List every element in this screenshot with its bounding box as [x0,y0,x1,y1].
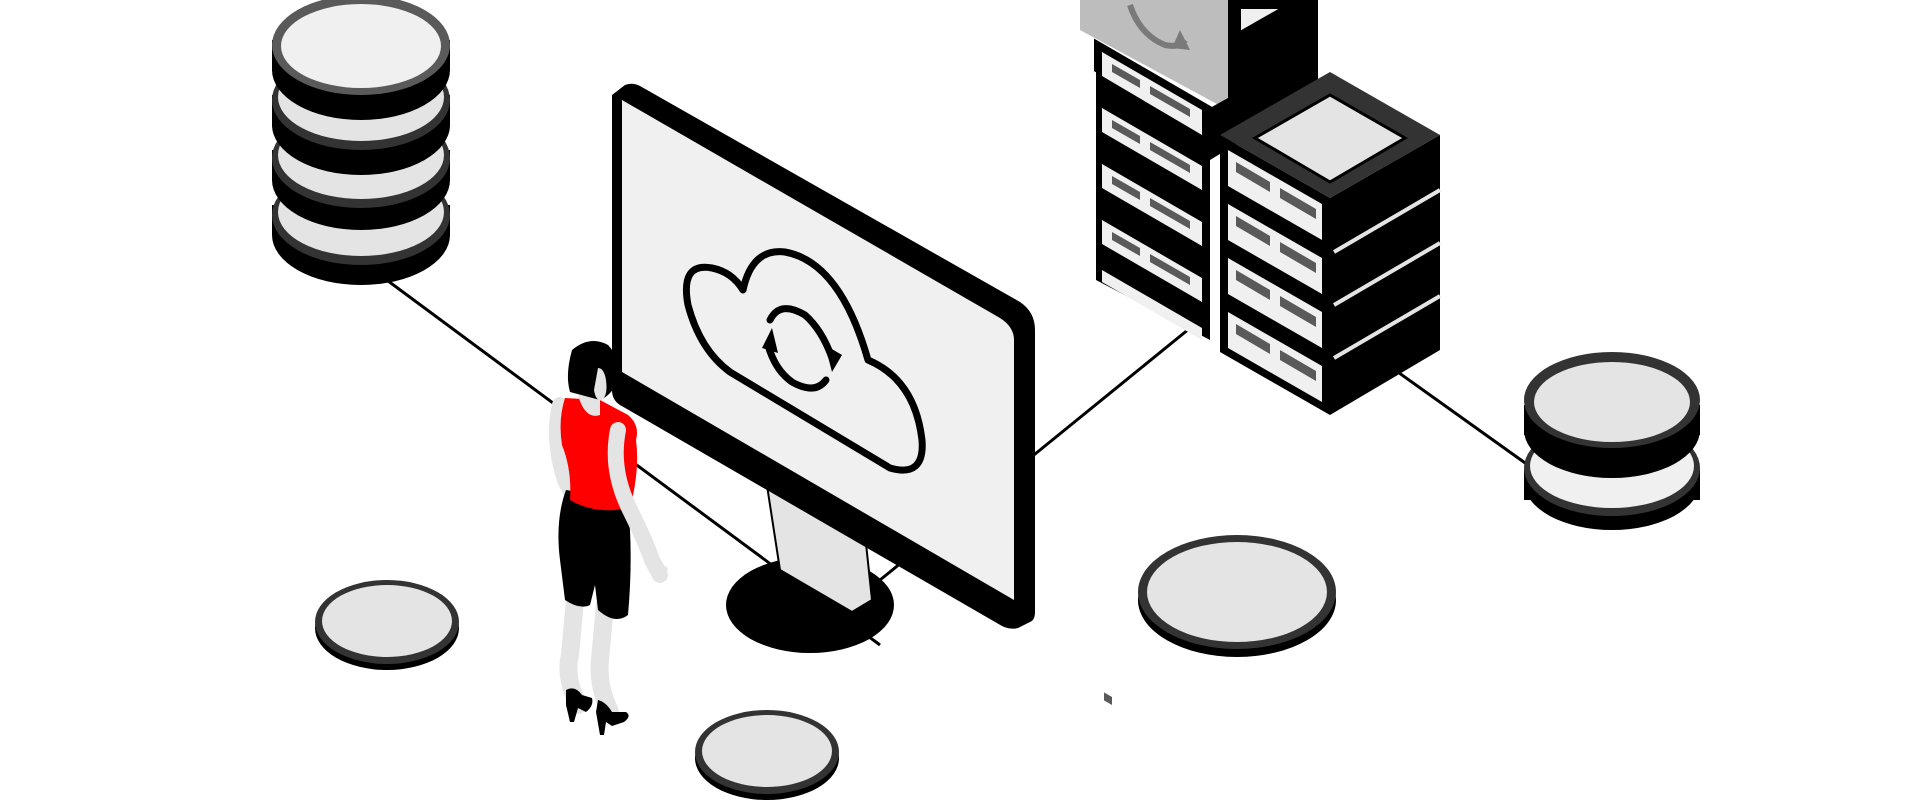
person-figure [549,341,668,735]
floor-disc [315,580,459,670]
database-stack-icon [272,0,450,285]
server-rack-icon [1220,72,1442,415]
desktop-monitor-icon [612,83,1035,629]
server-rack-icon [1080,0,1318,706]
database-stack-icon [1524,352,1700,530]
floor-disc [695,710,839,800]
cloud-sync-icon [682,248,926,474]
floor-disc [1138,535,1336,657]
